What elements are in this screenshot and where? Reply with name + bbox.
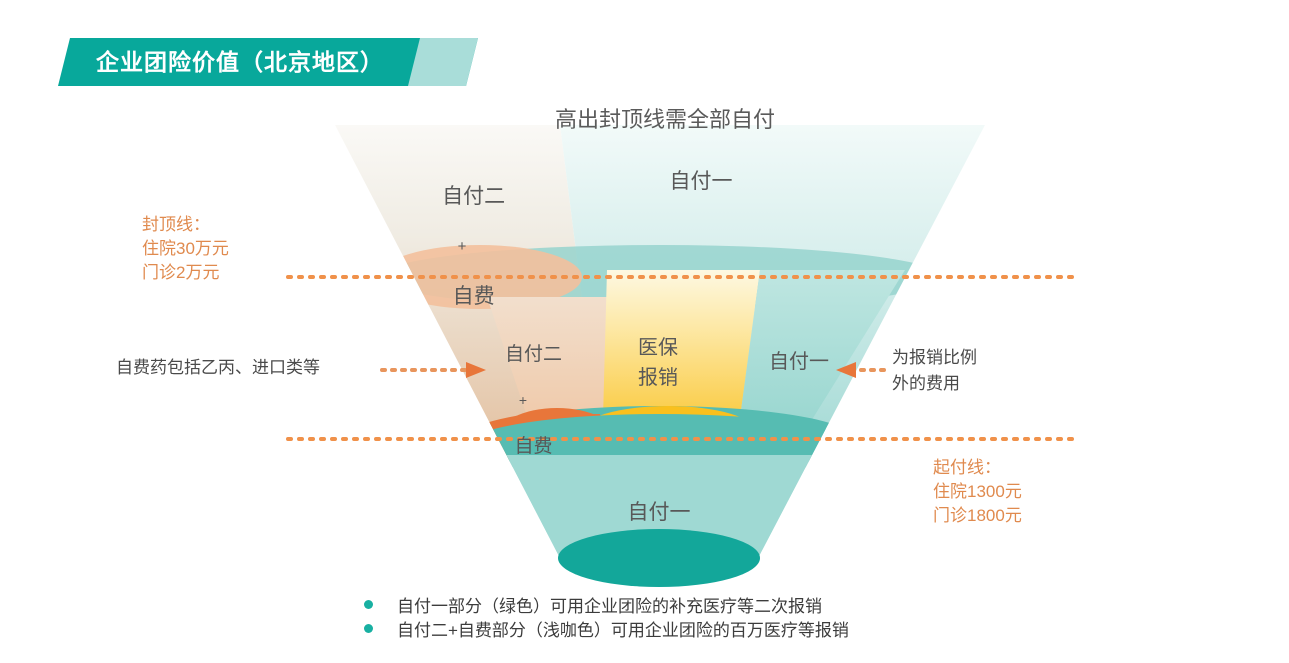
outside-ratio-arrow bbox=[836, 362, 886, 378]
legend: 自付一部分（绿色）可用企业团险的补充医疗等二次报销 自付二+自费部分（浅咖色）可… bbox=[364, 592, 1064, 640]
self-pay-drugs-arrow bbox=[380, 362, 486, 378]
bullet-icon bbox=[364, 599, 373, 609]
annotation-self-pay-drugs: 自费药包括乙丙、进口类等 bbox=[116, 358, 320, 377]
legend-item-label: 自付一部分（绿色）可用企业团险的补充医疗等二次报销 bbox=[397, 596, 822, 616]
header-banner bbox=[58, 38, 478, 86]
region-mid-self-pay-one bbox=[735, 270, 905, 455]
bullet-icon bbox=[364, 623, 373, 633]
legend-item: 自付二+自费部分（浅咖色）可用企业团险的百万医疗等报销 bbox=[364, 616, 1064, 640]
funnel-base-ellipse bbox=[558, 529, 760, 587]
region-bottom-fill bbox=[470, 455, 852, 560]
legend-item-label: 自付二+自费部分（浅咖色）可用企业团险的百万医疗等报销 bbox=[397, 620, 849, 640]
banner-light-band bbox=[408, 38, 478, 86]
annotation-deductible-line: 起付线： 住院1300元 门诊1800元 bbox=[933, 458, 1022, 526]
funnel-body bbox=[335, 125, 985, 560]
page-title: 企业团险价值（北京地区） bbox=[96, 49, 384, 75]
annotation-outside-ratio: 为报销比例 外的费用 bbox=[892, 348, 977, 393]
legend-item: 自付一部分（绿色）可用企业团险的补充医疗等二次报销 bbox=[364, 592, 1064, 616]
banner-dark-band bbox=[58, 38, 478, 86]
annotation-cap-line: 封顶线： 住院30万元 门诊2万元 bbox=[142, 215, 229, 283]
